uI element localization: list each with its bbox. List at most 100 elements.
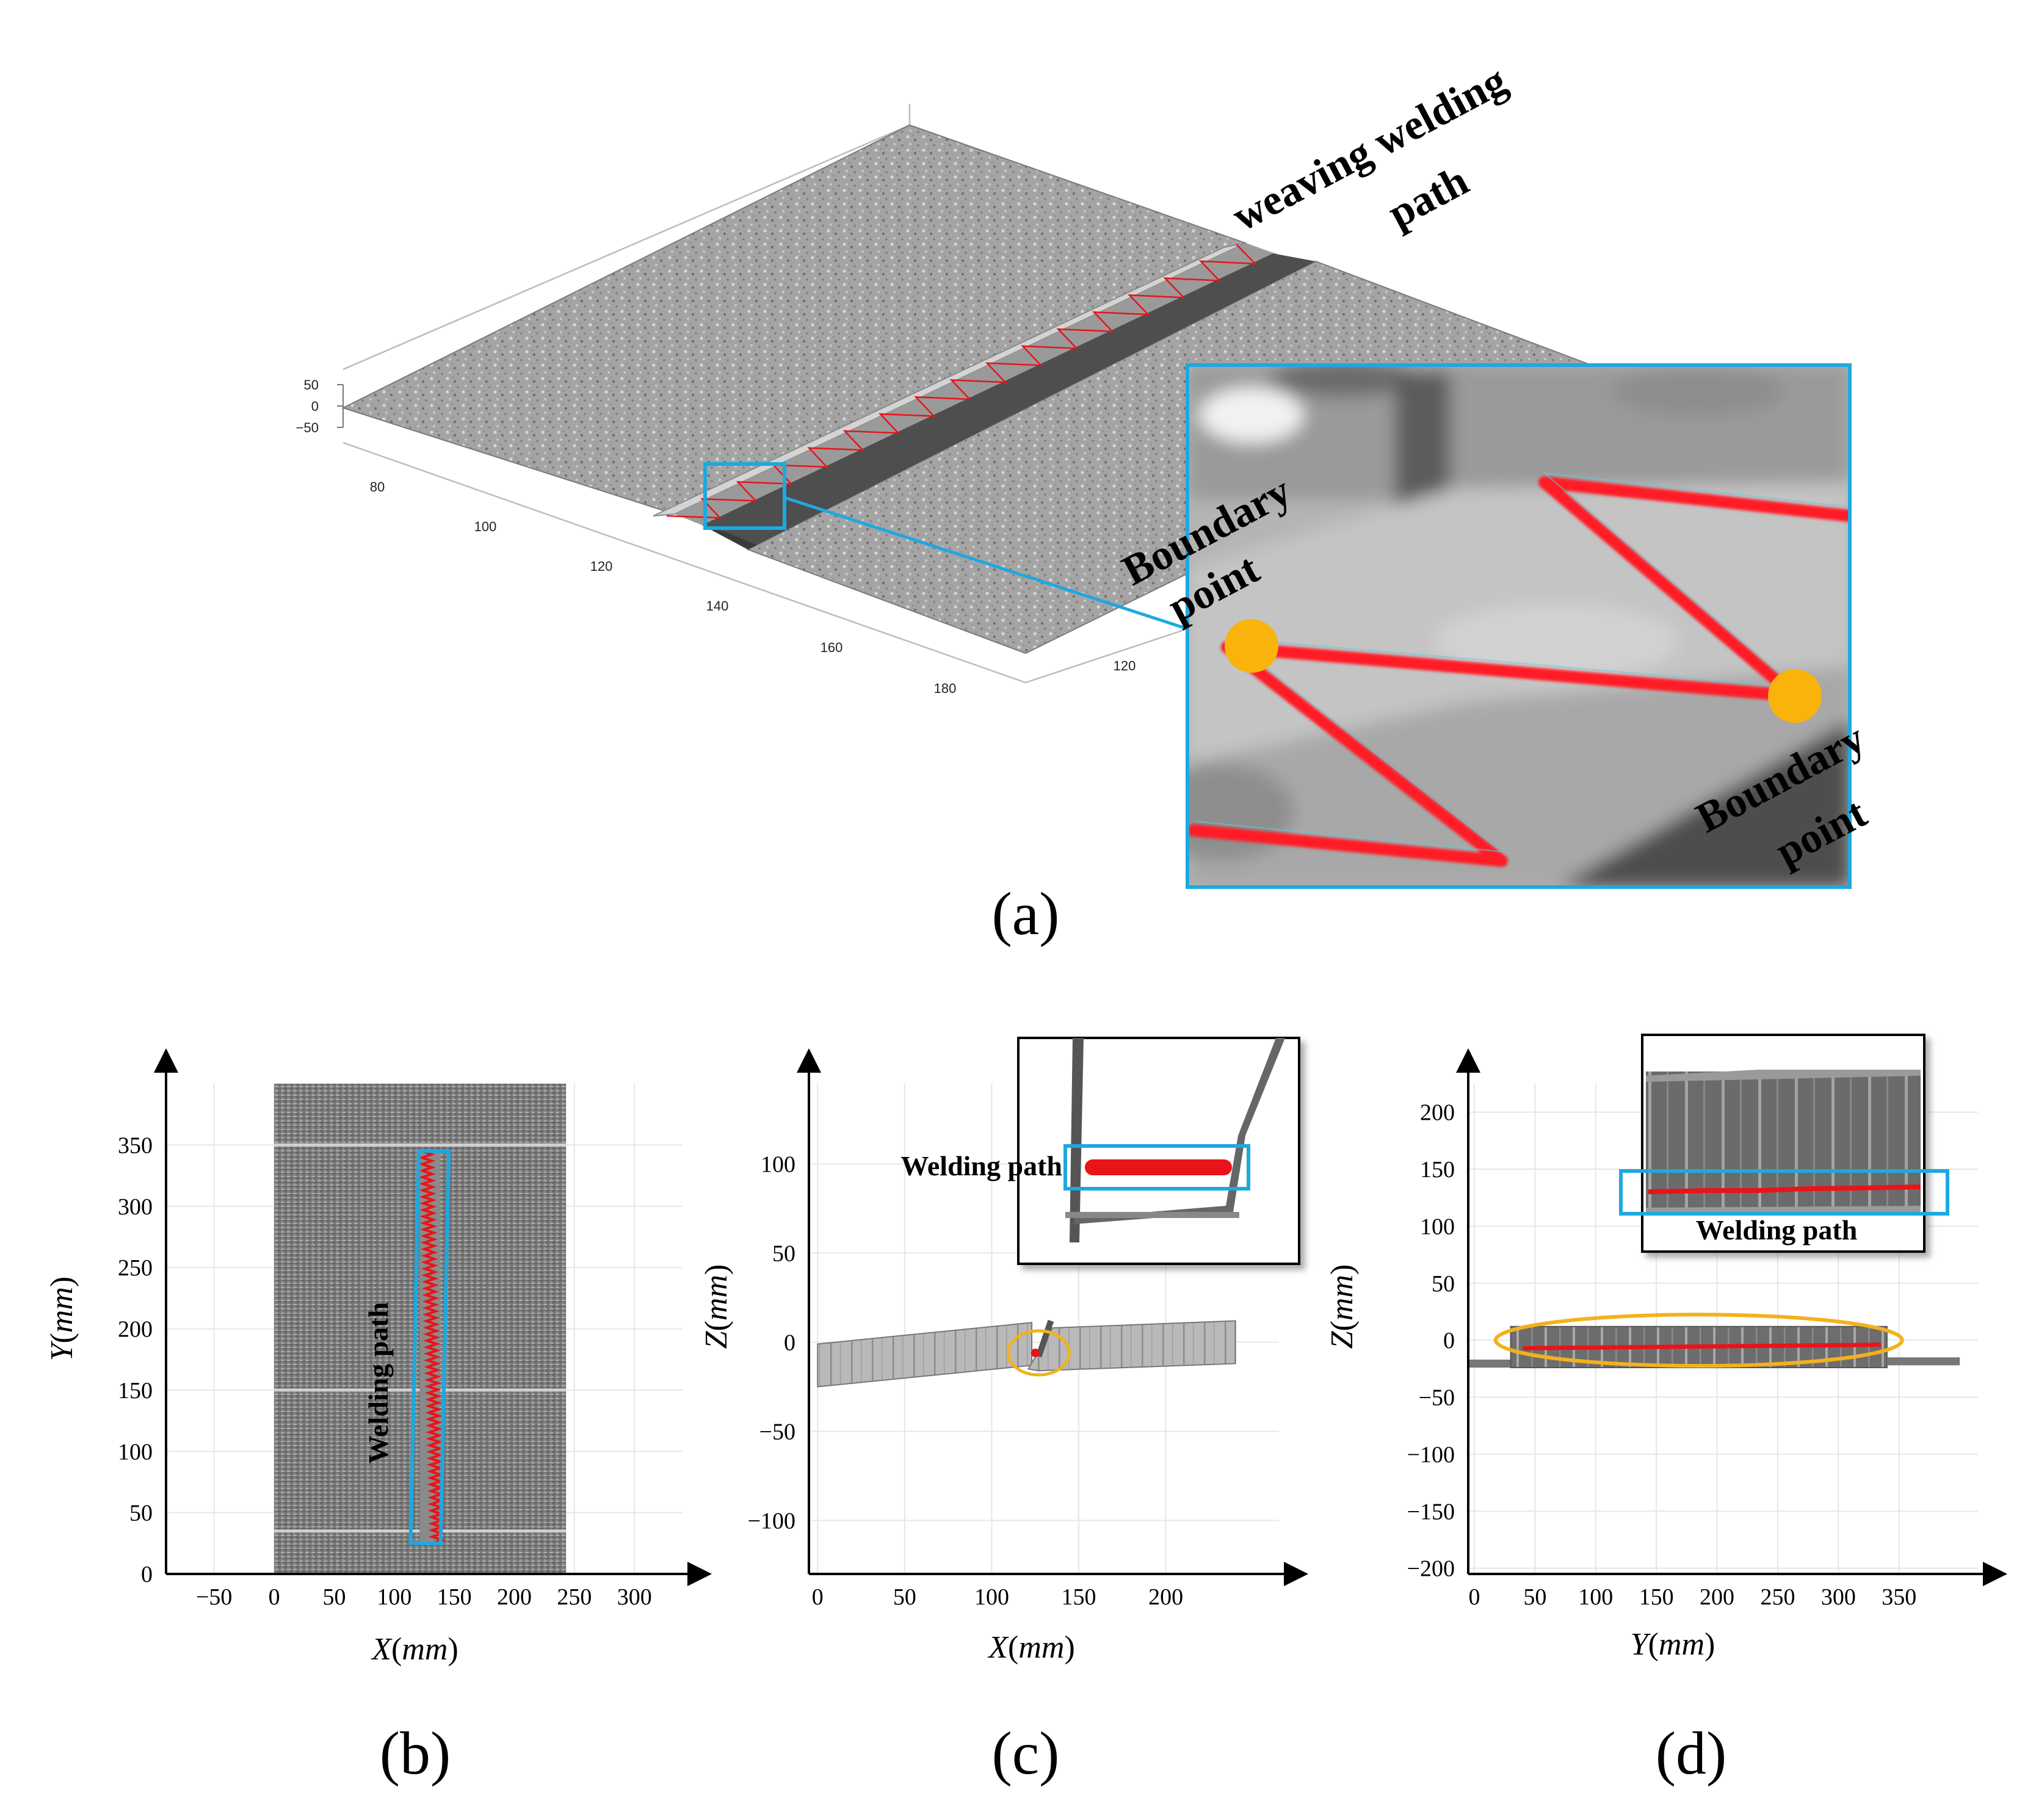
x-tick-label: 0 [812,1584,824,1610]
y-tick-label: 100 [118,1439,153,1465]
x-tick-label: 250 [557,1584,592,1610]
panel-a-z-axis: 50 0 −50 [296,377,344,435]
y-tick-label: 120 [1114,658,1136,673]
panel-c-annotation: Welding path [900,1150,1062,1181]
zoom-connector-line [784,496,1188,631]
panel-a: 50 0 −50 80 100 120 140 160 180 120 weav… [296,57,1874,948]
panel-c-label: (c) [992,1719,1060,1787]
y-tick-label: 200 [1420,1100,1455,1126]
welding-path-point [1031,1348,1040,1357]
z-tick-label: 0 [311,399,319,414]
panel-b-axes [154,1048,712,1586]
x-tick-label: 50 [1523,1584,1546,1610]
welding-path-side-view [1523,1343,1881,1350]
x-tick-label: 300 [617,1584,652,1610]
x-tick-label: 300 [1821,1584,1856,1610]
x-tick-label: 160 [821,640,843,655]
panel-d-annotation: Welding path [1696,1214,1858,1245]
panel-d-label: (d) [1656,1719,1727,1787]
y-tick-label: −100 [748,1508,795,1534]
x-tick-label: 150 [437,1584,472,1610]
panel-d-axes [1456,1048,2007,1586]
panel-c-xlabel: X(mm) [987,1630,1075,1665]
x-tick-label: 0 [1468,1584,1480,1610]
boundary-point-right-marker [1768,669,1822,723]
y-tick-label: −50 [1419,1385,1455,1411]
x-tick-label: 0 [269,1584,280,1610]
x-tick-label: 50 [893,1584,916,1610]
groove-shadow [702,525,757,549]
x-tick-label: 200 [497,1584,532,1610]
x-tick-label: 150 [1639,1584,1674,1610]
y-tick-label: −50 [759,1419,795,1445]
y-tick-label: 100 [1420,1214,1455,1239]
x-tick-label: 80 [370,479,385,495]
profile-left-step [1468,1359,1511,1368]
x-tick-label: 200 [1148,1584,1183,1610]
x-tick-label: 200 [1700,1584,1734,1610]
weaving-path-annotation: weaving welding [1225,57,1514,241]
welding-path-top-view [418,1150,446,1545]
workpiece-profile-left [817,1322,1033,1388]
y-tick-label: 0 [141,1562,153,1587]
inset-highlight-box [1063,1144,1250,1191]
y-tick-label: 350 [118,1133,153,1158]
panel-b-xlabel: X(mm) [371,1632,458,1667]
panel-a-label: (a) [992,880,1060,948]
y-tick-label: 300 [118,1194,153,1220]
workpiece-profile-right [1027,1320,1236,1372]
x-tick-label: 350 [1882,1584,1916,1610]
y-tick-label: 50 [129,1501,153,1526]
x-tick-label: 180 [934,681,957,696]
profile-right-step [1886,1357,1960,1366]
panel-c-ylabel: Z(mm) [699,1264,734,1349]
panel-b-label: (b) [380,1719,451,1787]
panel-d-inset [1619,1034,1949,1253]
z-tick-label: 50 [304,377,319,393]
detail-highlight-box [703,462,786,530]
x-tick-label: 250 [1760,1584,1795,1610]
y-tick-label: 200 [118,1317,153,1343]
x-tick-label: 100 [1578,1584,1613,1610]
y-tick-label: 50 [1432,1271,1455,1297]
x-tick-label: 100 [974,1584,1009,1610]
annotation-line-2: path [1380,157,1476,237]
x-tick-label: −50 [196,1584,232,1610]
weld-region-highlight-ellipse [1493,1313,1904,1368]
inset-welding-path [1648,1184,1921,1194]
y-tick-label: 0 [784,1330,795,1355]
y-tick-label: −100 [1407,1442,1455,1468]
groove-dark-wall [702,253,1316,549]
y-tick-label: 150 [1420,1157,1455,1183]
panel-b-ylabel: Y(mm) [45,1277,79,1361]
groove-highlight-ellipse [1006,1329,1071,1377]
inset-highlight-box [1619,1169,1949,1216]
panel-a-x-axis: 80 100 120 140 160 180 120 [370,479,1136,696]
boundary-point-left-marker [1225,619,1278,673]
zoom-inset-border [1186,363,1852,889]
zoom-inset [1186,363,1852,889]
y-tick-label: −200 [1407,1556,1455,1582]
y-tick-label: 0 [1443,1328,1455,1354]
panel-c-axes [797,1048,1308,1586]
x-tick-label: 100 [474,519,497,534]
panel-c-inset [1017,1037,1300,1265]
x-tick-label: 140 [706,598,729,614]
x-tick-label: 150 [1062,1584,1096,1610]
zoom-zigzag [1187,476,1850,867]
y-tick-label: 150 [118,1378,153,1404]
y-tick-label: 250 [118,1255,153,1281]
weaving-path-annotation-line2: path [1380,157,1476,237]
y-tick-label: 100 [761,1151,795,1177]
x-tick-label: 50 [322,1584,346,1610]
welding-path-highlight-box [408,1148,451,1546]
panel-d-xlabel: Y(mm) [1631,1627,1715,1662]
panel-d-ylabel: Z(mm) [1325,1264,1360,1349]
panel-b-annotation: Welding path [363,1302,394,1464]
